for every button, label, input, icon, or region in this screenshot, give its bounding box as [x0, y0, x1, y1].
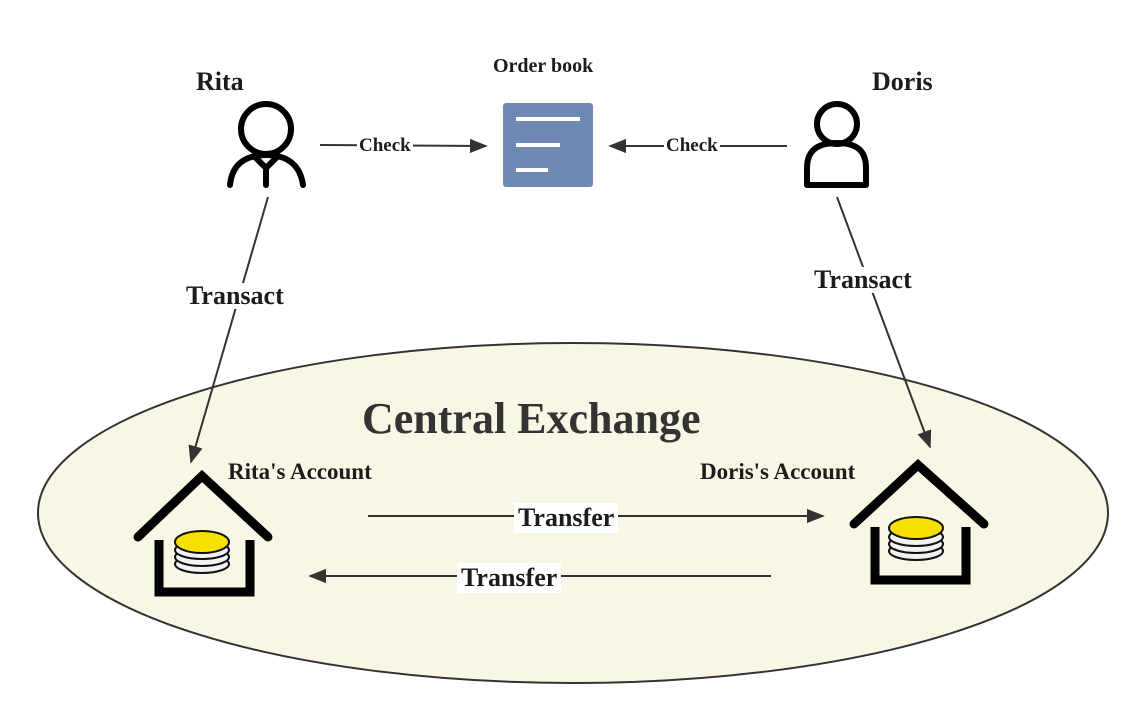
transact-arrow-left: [188, 196, 269, 464]
document-icon: [503, 103, 593, 187]
rita-name: Rita: [196, 67, 244, 96]
central-exchange-title: Central Exchange: [362, 394, 701, 443]
check-label-left: Check: [357, 135, 413, 156]
transact-arrow-right: [836, 196, 932, 449]
house-coins-icon: [133, 469, 273, 597]
house-coins-icon: [849, 458, 989, 585]
person-icon: [804, 101, 869, 188]
transfer-label-bottom: Transfer: [457, 563, 562, 593]
person-with-collar-icon: [227, 101, 306, 188]
doris-name: Doris: [872, 67, 933, 96]
transact-label-left: Transact: [183, 283, 287, 309]
check-label-right: Check: [664, 135, 720, 156]
order-book-title: Order book: [493, 55, 594, 77]
transfer-label-top: Transfer: [514, 503, 619, 533]
doris-account-label: Doris's Account: [700, 459, 856, 484]
transact-label-right: Transact: [811, 267, 915, 293]
rita-account-label: Rita's Account: [228, 459, 372, 484]
